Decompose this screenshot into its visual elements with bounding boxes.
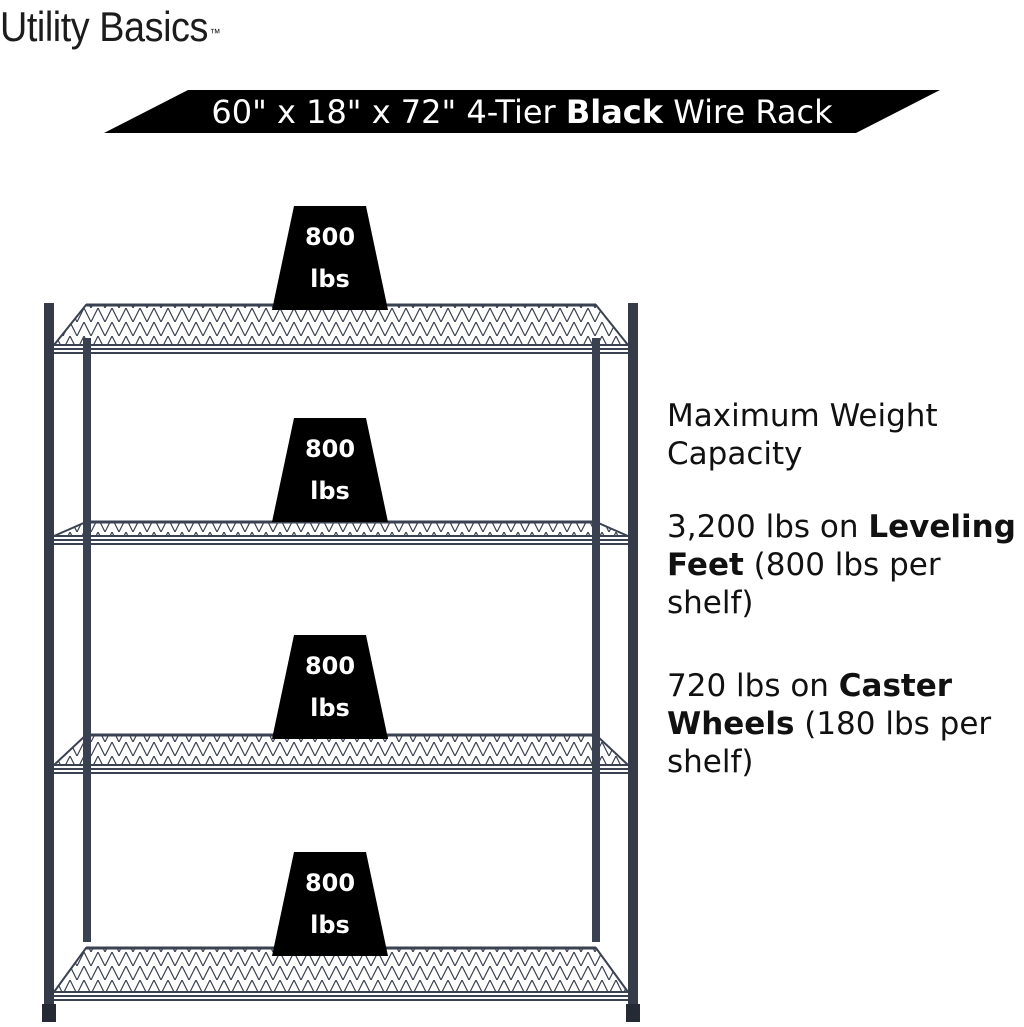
leveling-feet-suffix: (800 lbs per shelf) [667, 547, 951, 621]
wire-shelf [51, 733, 631, 774]
badge-unit: lbs [310, 911, 350, 939]
badge-value: 800 [304, 652, 356, 680]
leveling-feet-prefix: 3,200 lbs on [667, 509, 869, 545]
badge-value: 800 [304, 869, 356, 897]
leveling-foot-right [626, 1004, 640, 1022]
shelf-capacity-badge-4: 800 lbs [272, 852, 388, 956]
caster-wheels-prefix: 720 lbs on [667, 668, 839, 704]
caster-wheels-capacity: 720 lbs on Caster Wheels (180 lbs per sh… [667, 667, 1024, 781]
brand-name: Utility Basics [0, 3, 208, 50]
badge-value: 800 [304, 223, 356, 251]
title-banner: 60" x 18" x 72" 4-Tier Black Wire Rack [104, 90, 940, 133]
leveling-feet-label: Leveling Feet [667, 509, 1016, 583]
trademark-symbol: ™ [209, 26, 221, 40]
rear-left-post [83, 338, 91, 942]
rear-right-post [592, 338, 600, 942]
leveling-feet-capacity: 3,200 lbs on Leveling Feet (800 lbs per … [667, 508, 1024, 622]
shelf-capacity-badge-2: 800 lbs [272, 418, 388, 522]
badge-unit: lbs [310, 694, 350, 722]
front-left-post [44, 303, 54, 1020]
shelf-capacity-badge-1: 800 lbs [272, 206, 388, 310]
wire-shelf [51, 303, 631, 354]
caster-wheels-label: Caster Wheels [667, 668, 953, 742]
badge-unit: lbs [310, 477, 350, 505]
shelf-capacity-badge-3: 800 lbs [272, 635, 388, 739]
wire-shelf [53, 520, 629, 545]
caster-wheels-suffix: (180 lbs per shelf) [667, 706, 1002, 780]
title-banner-product: Wire Rack [663, 92, 833, 131]
title-banner-color: Black [565, 92, 664, 131]
leveling-foot-left [42, 1004, 56, 1022]
capacity-heading: Maximum Weight Capacity [667, 397, 1024, 473]
front-right-post [628, 303, 638, 1020]
title-banner-dimensions: 60" x 18" x 72" 4-Tier [211, 92, 566, 131]
wire-shelf [52, 946, 630, 1001]
badge-unit: lbs [310, 265, 350, 293]
capacity-heading-text: Maximum Weight Capacity [667, 398, 938, 472]
title-banner-background [104, 90, 940, 133]
badge-value: 800 [304, 435, 356, 463]
